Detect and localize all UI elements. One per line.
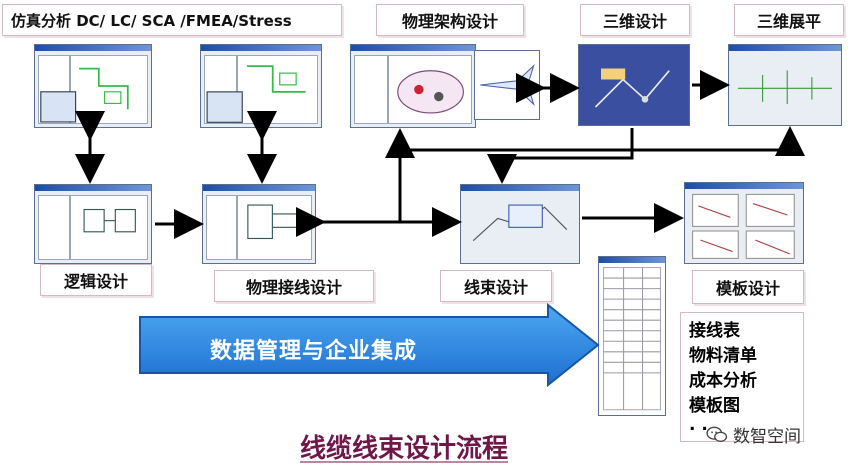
output-item-template-drawing: 模板图 [689,396,740,416]
label-physical-wiring: 物理接线设计 [214,270,374,302]
screenshot-3d-flatten [728,44,842,126]
watermark-text: 数智空间 [733,427,801,447]
label-3d-design: 三维设计 [580,4,690,36]
screenshot-template-design [684,182,804,264]
screenshot-physical-arch [350,44,476,128]
output-item-wiring-table: 接线表 [689,321,740,341]
screenshot-table-report [598,256,666,416]
screenshot-aircraft [474,50,540,120]
screenshot-logic-design [34,184,152,264]
line-to-flatten [400,126,805,156]
data-management-text: 数据管理与企业集成 [210,339,418,364]
screenshot-harness-design [460,184,580,264]
label-3d-flatten: 三维展平 [734,4,844,36]
output-item-cost-analysis: 成本分析 [689,371,757,391]
label-template-design: 模板设计 [692,270,804,304]
outputs-list: 接线表 物料清单 成本分析 模板图 . . [680,312,804,442]
diagram-title: 线缆线束设计流程 [300,434,509,464]
data-management-arrow [139,303,600,387]
label-logic-design: 逻辑设计 [40,264,152,296]
label-physical-arch: 物理架构设计 [376,4,524,36]
screenshot-simulation-1 [34,44,152,128]
watermark: 数智空间 [706,422,801,447]
label-harness-design: 线束设计 [440,270,552,302]
wechat-icon [706,426,728,442]
screenshot-physical-wiring [202,184,316,264]
output-item-bom: 物料清单 [689,346,757,366]
screenshot-3d-design [578,44,690,126]
output-ellipsis: . . [689,415,708,435]
screenshot-simulation-2 [200,44,322,128]
label-simulation: 仿真分析 DC/ LC/ SCA /FMEA/Stress [2,4,342,36]
line-3d-to-harness [487,128,634,184]
